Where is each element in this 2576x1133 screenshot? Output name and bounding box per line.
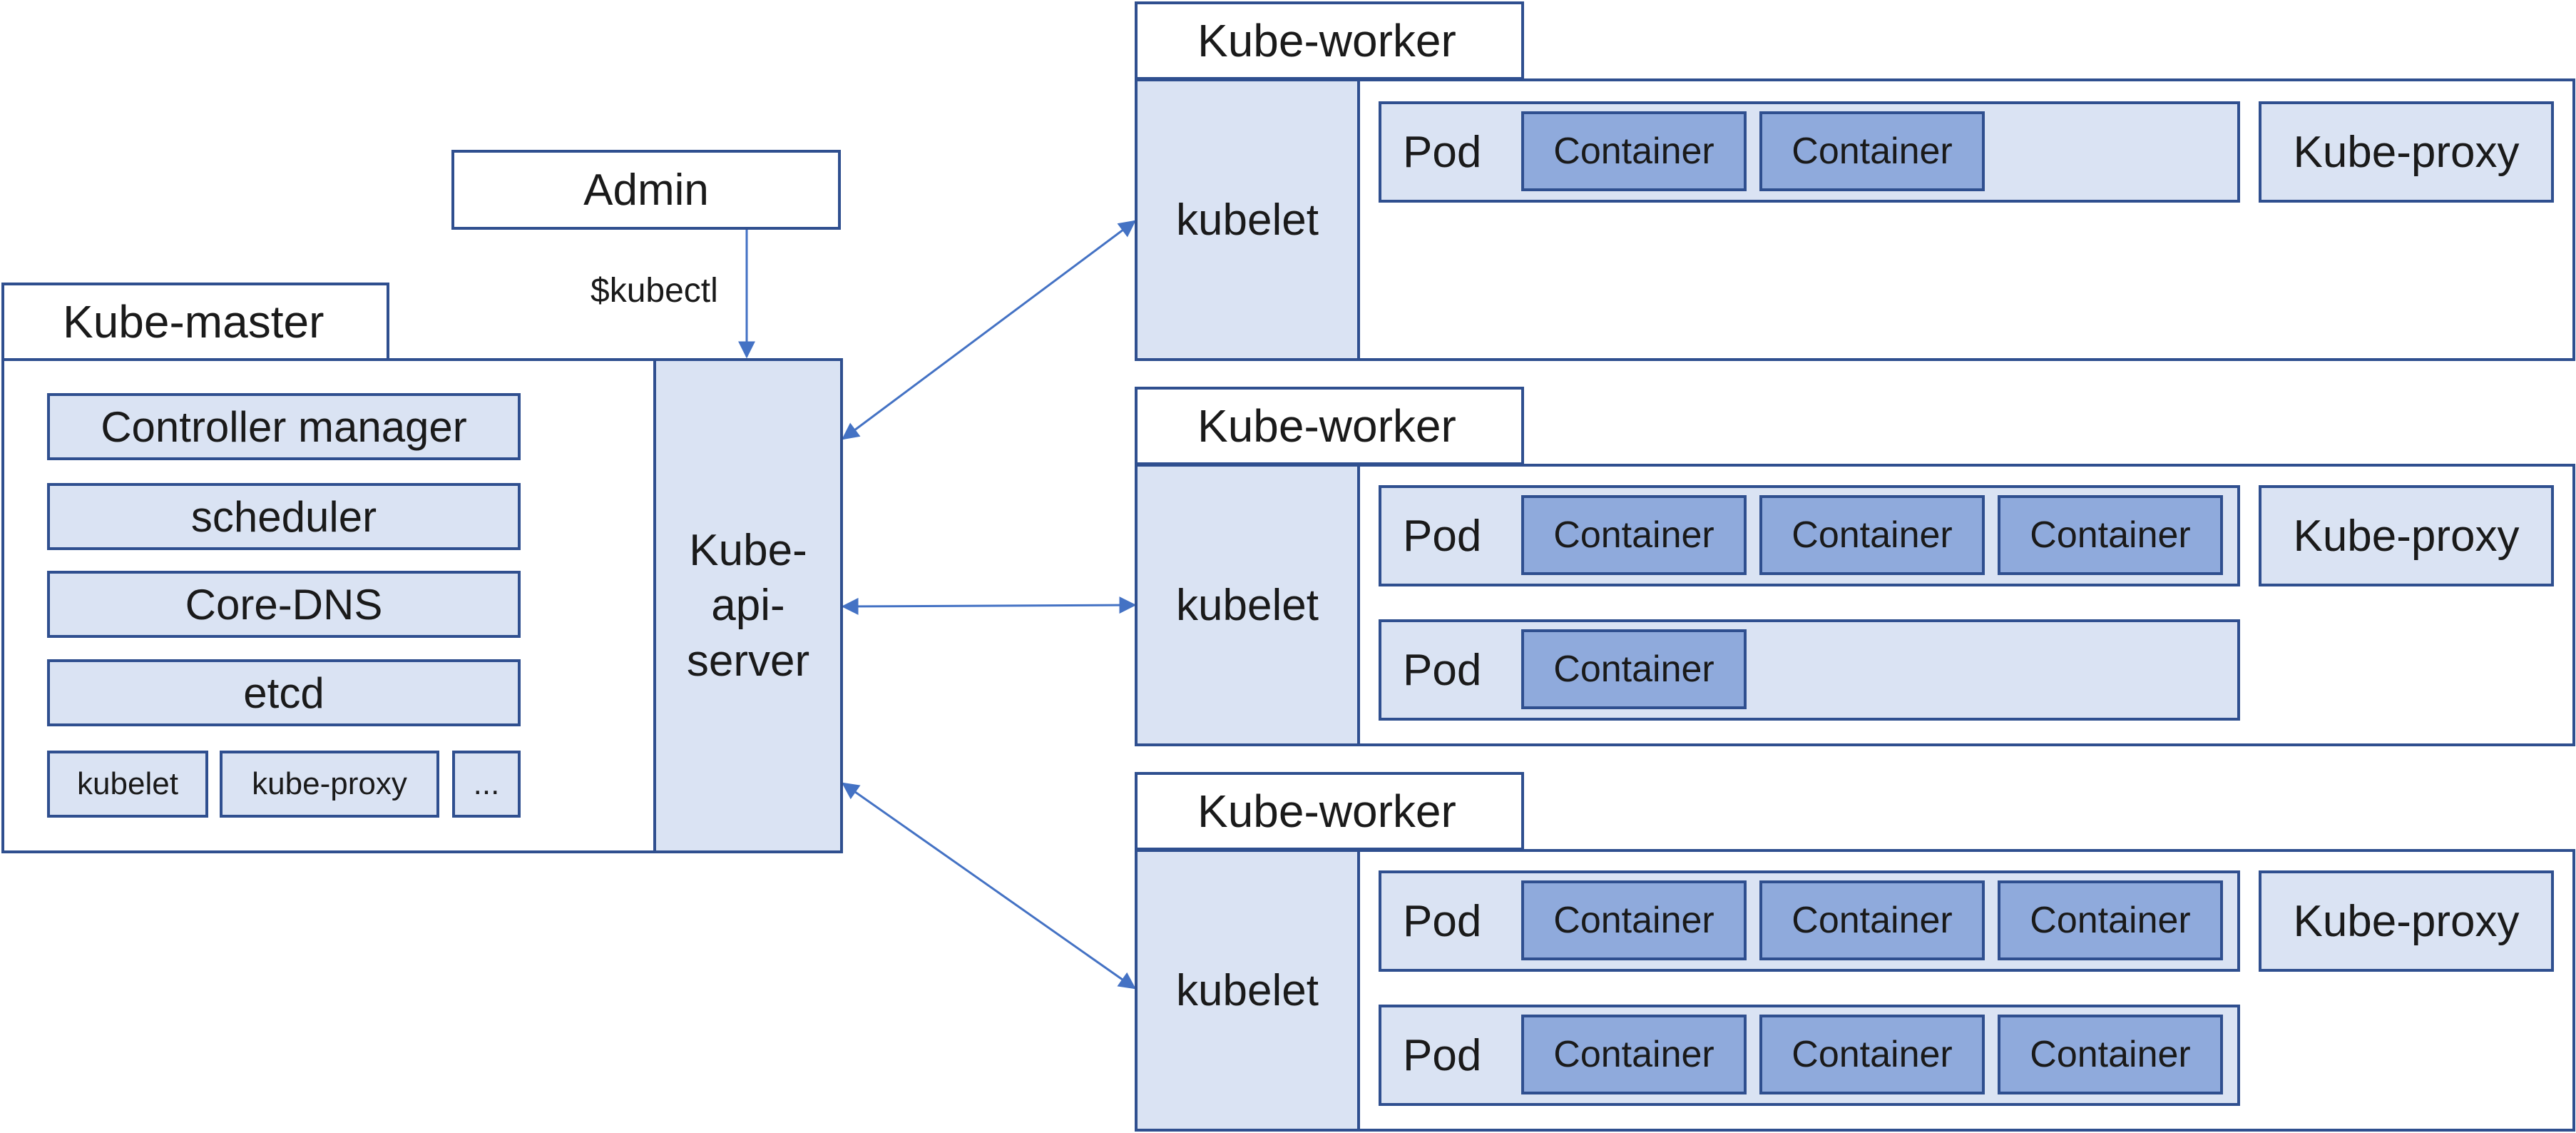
worker-1-title: Kube-worker — [1197, 15, 1456, 66]
worker-3-kubelet-box: kubelet — [1135, 849, 1360, 1132]
worker-3-kube-proxy-label: Kube-proxy — [2293, 896, 2520, 946]
admin-box: Admin — [451, 150, 841, 230]
master-kubelet-label: kubelet — [77, 766, 178, 801]
admin-label: Admin — [583, 165, 709, 215]
api-worker3-arrow — [842, 782, 1136, 990]
container-label: Container — [1792, 900, 1953, 941]
worker-2-pod-1-container-1: Container — [1521, 495, 1747, 575]
container-label: Container — [1553, 131, 1714, 172]
worker-2-pod-1-label: Pod — [1403, 512, 1482, 561]
worker-2-pod-2-container-1: Container — [1521, 629, 1747, 709]
master-kube-proxy-label: kube-proxy — [252, 766, 407, 801]
api-server-line-2: api- — [711, 581, 785, 631]
worker-3-pod-1-label: Pod — [1403, 897, 1482, 946]
etcd-label: etcd — [243, 669, 324, 717]
container-label: Container — [1553, 649, 1714, 690]
kube-master-title: Kube-master — [63, 296, 324, 347]
worker-3-pod-1-container-1: Container — [1521, 880, 1747, 960]
kubectl-command-label: $kubectl — [591, 272, 718, 310]
api-server-line-3: server — [686, 636, 810, 686]
master-more-box: ... — [452, 751, 521, 818]
container-label: Container — [2030, 1034, 2191, 1075]
worker-2-kube-proxy-label: Kube-proxy — [2293, 511, 2520, 561]
worker-1-kubelet-label: kubelet — [1176, 195, 1319, 245]
master-kubelet-box: kubelet — [47, 751, 208, 818]
worker-3-pod-2-container-3: Container — [1998, 1015, 2223, 1094]
worker-3-pod-2-label: Pod — [1403, 1031, 1482, 1080]
controller-manager-label: Controller manager — [101, 402, 467, 451]
worker-1-kube-proxy-label: Kube-proxy — [2293, 127, 2520, 177]
container-label: Container — [1792, 514, 1953, 556]
worker-3-pod-1-container-2: Container — [1759, 880, 1985, 960]
worker-2-pod-2-label: Pod — [1403, 646, 1482, 695]
scheduler-box: scheduler — [47, 483, 521, 550]
worker-3-kube-proxy-box: Kube-proxy — [2259, 870, 2554, 972]
worker-2-title: Kube-worker — [1197, 400, 1456, 452]
worker-3-pod-2-container-1: Container — [1521, 1015, 1747, 1094]
master-kube-proxy-box: kube-proxy — [220, 751, 439, 818]
controller-manager-box: Controller manager — [47, 393, 521, 460]
worker-1-kube-proxy-box: Kube-proxy — [2259, 101, 2554, 203]
container-label: Container — [2030, 900, 2191, 941]
worker-3-kubelet-label: kubelet — [1176, 965, 1319, 1015]
worker-3-title: Kube-worker — [1197, 786, 1456, 837]
worker-2-kubelet-box: kubelet — [1135, 464, 1360, 746]
worker-2-pod-1-container-3: Container — [1998, 495, 2223, 575]
worker-1-kubelet-box: kubelet — [1135, 78, 1360, 361]
worker-1-pod-1-label: Pod — [1403, 128, 1482, 177]
container-label: Container — [1553, 900, 1714, 941]
worker-1-pod-1-container-2: Container — [1759, 111, 1985, 191]
core-dns-box: Core-DNS — [47, 571, 521, 638]
worker-3-pod-1-container-3: Container — [1998, 880, 2223, 960]
worker-2-kubelet-label: kubelet — [1176, 580, 1319, 630]
container-label: Container — [1792, 1034, 1953, 1075]
api-server-line-1: Kube- — [689, 525, 807, 575]
worker-3-pod-2-container-2: Container — [1759, 1015, 1985, 1094]
container-label: Container — [1792, 131, 1953, 172]
container-label: Container — [1553, 514, 1714, 556]
worker-2-pod-1-container-2: Container — [1759, 495, 1985, 575]
worker-2-pod-2 — [1379, 619, 2240, 721]
api-worker2-arrow — [841, 596, 1137, 615]
worker-2-kube-proxy-box: Kube-proxy — [2259, 485, 2554, 586]
worker-1-pod-1-container-1: Container — [1521, 111, 1747, 191]
api-worker1-arrow — [842, 220, 1136, 440]
core-dns-label: Core-DNS — [185, 580, 383, 629]
scheduler-label: scheduler — [190, 492, 377, 541]
container-label: Container — [1553, 1034, 1714, 1075]
master-more-label: ... — [473, 766, 500, 801]
kube-api-server-box: Kube- api- server — [653, 358, 843, 853]
container-label: Container — [2030, 514, 2191, 556]
etcd-box: etcd — [47, 659, 521, 726]
